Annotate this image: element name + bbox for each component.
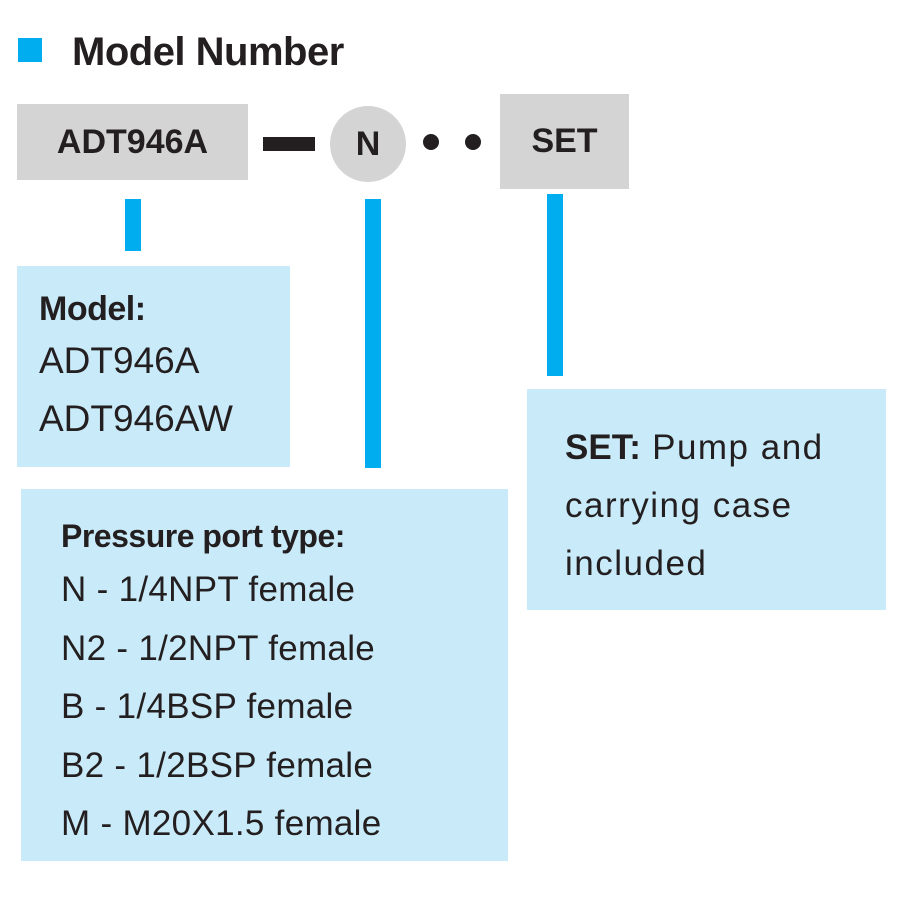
port-code-circle: N bbox=[330, 106, 406, 182]
set-panel-text: included bbox=[565, 544, 708, 583]
port-connector-line bbox=[365, 199, 381, 468]
port-item: N - 1/4NPT female bbox=[61, 570, 356, 609]
dot-separator bbox=[465, 134, 481, 150]
set-panel: SET: Pump and carrying case included bbox=[527, 389, 886, 610]
port-item: N2 - 1/2NPT female bbox=[61, 628, 376, 668]
port-item: B2 - 1/2BSP female bbox=[61, 745, 374, 785]
port-item: M - M20X1.5 female bbox=[61, 804, 382, 843]
set-code-label: SET bbox=[531, 122, 598, 160]
dot-separator bbox=[423, 134, 439, 150]
model-item: ADT946AW bbox=[39, 398, 233, 439]
model-code-label: ADT946A bbox=[56, 122, 209, 161]
port-panel-heading: Pressure port type: bbox=[61, 518, 345, 554]
set-panel-text: Pump and bbox=[652, 428, 824, 467]
dash-separator bbox=[263, 137, 315, 151]
set-connector-line bbox=[547, 194, 563, 376]
page-title: Model Number bbox=[72, 30, 344, 74]
title-square-icon bbox=[18, 38, 42, 62]
model-connector-line bbox=[125, 199, 141, 251]
port-panel: Pressure port type: N - 1/4NPT female N2… bbox=[21, 489, 508, 861]
port-item: B - 1/4BSP female bbox=[61, 687, 354, 726]
port-code-label: N bbox=[355, 124, 381, 163]
set-panel-line-1: SET: Pump and bbox=[565, 419, 886, 477]
set-panel-heading: SET: bbox=[565, 428, 641, 467]
set-code-box: SET bbox=[500, 94, 629, 189]
model-panel: Model: ADT946A ADT946AW bbox=[17, 266, 290, 467]
model-code-box: ADT946A bbox=[17, 104, 248, 180]
model-item: ADT946A bbox=[39, 340, 200, 381]
set-panel-text: carrying case bbox=[565, 486, 793, 525]
model-panel-heading: Model: bbox=[39, 290, 146, 328]
